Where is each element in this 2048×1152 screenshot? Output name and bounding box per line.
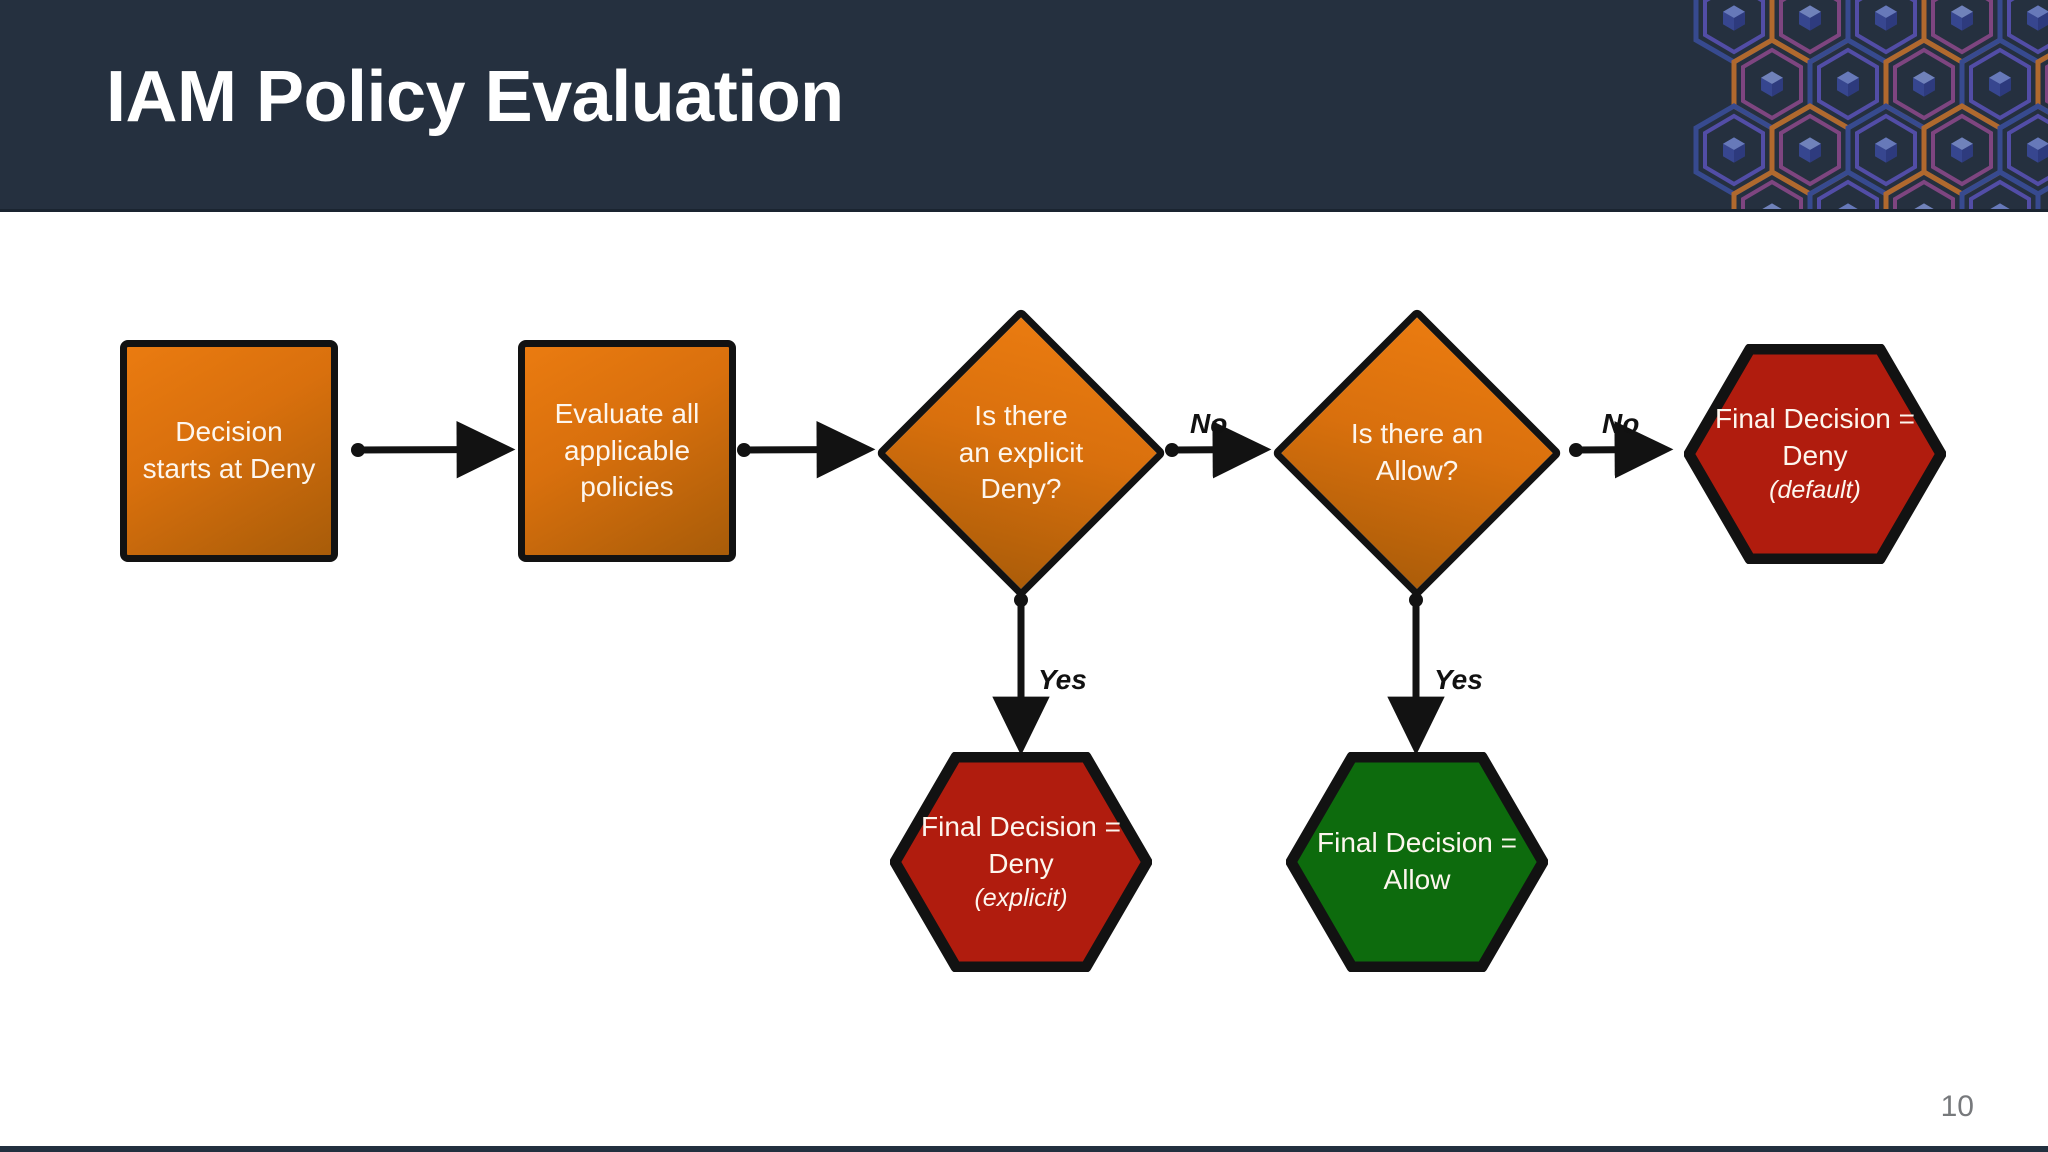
node-label: Is there an explicit Deny? bbox=[959, 398, 1084, 509]
node-line: Deny? bbox=[980, 473, 1062, 505]
node-line: Deny bbox=[1782, 439, 1848, 471]
slide-header: IAM Policy Evaluation bbox=[0, 0, 2048, 212]
node-line: applicable bbox=[563, 434, 691, 466]
node-line: Final Decision = bbox=[1715, 402, 1915, 434]
node-line: policies bbox=[580, 471, 674, 503]
flowchart-canvas: Decision starts at Deny Evaluate all app… bbox=[0, 212, 2048, 1152]
node-sublabel: (explicit) bbox=[974, 884, 1068, 913]
node-final-decision-deny-explicit[interactable]: Final Decision = Deny (explicit) bbox=[890, 752, 1152, 972]
node-line: Evaluate all bbox=[554, 397, 700, 429]
node-decision-starts-at-deny[interactable]: Decision starts at Deny bbox=[120, 340, 338, 562]
hexagon-shape bbox=[1684, 344, 1946, 564]
edge-label-yes-explicit-deny: Yes bbox=[1038, 664, 1087, 695]
page-title: IAM Policy Evaluation bbox=[106, 57, 844, 137]
node-line: Allow? bbox=[1375, 455, 1459, 486]
node-label: Is there an Allow? bbox=[1351, 416, 1483, 490]
node-line: Final Decision = bbox=[921, 810, 1121, 842]
node-final-decision-deny-default[interactable]: Final Decision = Deny (default) bbox=[1684, 344, 1946, 564]
node-line: Final Decision = bbox=[1317, 827, 1517, 859]
hexagon-shape bbox=[1286, 752, 1548, 972]
edge-label-no-explicit-deny: No bbox=[1190, 408, 1228, 439]
page-number: 10 bbox=[1940, 1090, 1974, 1123]
edge-label-yes-allow: Yes bbox=[1434, 664, 1483, 695]
node-label: Final Decision = Deny (explicit) bbox=[921, 809, 1121, 916]
node-final-decision-allow[interactable]: Final Decision = Allow bbox=[1286, 752, 1548, 972]
edge-label-no-allow: No bbox=[1602, 408, 1640, 439]
header-divider bbox=[0, 209, 2048, 212]
hexagon-shape bbox=[890, 752, 1152, 972]
node-label: Final Decision = Deny (default) bbox=[1715, 401, 1915, 508]
node-line: Deny bbox=[988, 847, 1054, 879]
node-sublabel: (default) bbox=[1769, 476, 1861, 505]
hexagon-cube-pattern-icon bbox=[1648, 0, 2048, 212]
node-line: an explicit bbox=[958, 436, 1084, 468]
node-line: Is there an bbox=[1350, 418, 1484, 450]
node-line: starts at Deny bbox=[142, 453, 316, 484]
node-label: Final Decision = Allow bbox=[1317, 825, 1517, 899]
node-line: Allow bbox=[1383, 864, 1451, 895]
node-line: Is there bbox=[974, 399, 1068, 431]
node-evaluate-all-applicable-policies[interactable]: Evaluate all applicable policies bbox=[518, 340, 736, 562]
bottom-divider bbox=[0, 1146, 2048, 1152]
node-is-there-an-allow[interactable]: Is there an Allow? bbox=[1271, 307, 1563, 599]
node-is-there-an-explicit-deny[interactable]: Is there an explicit Deny? bbox=[875, 307, 1167, 599]
node-line: Decision bbox=[175, 416, 283, 448]
